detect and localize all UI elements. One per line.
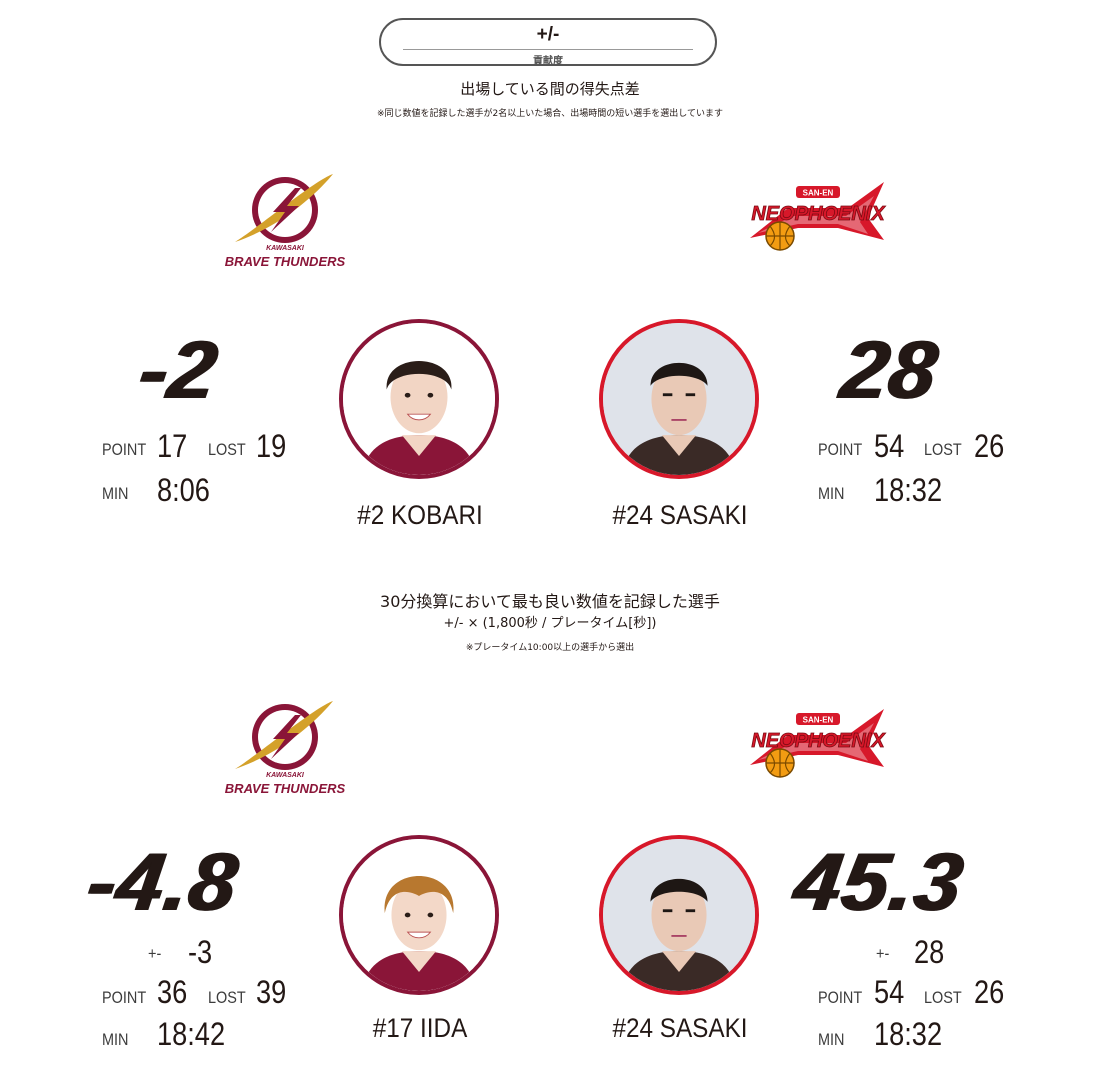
away-min-label: MIN <box>818 1030 845 1049</box>
home-min-value: 18:42 <box>157 1016 226 1052</box>
away-lost-value: 26 <box>974 974 1005 1010</box>
away-player-name: #24 SASAKI <box>612 1013 748 1043</box>
logo-badge-text: KAWASAKI <box>266 772 305 779</box>
logo-team-name: NEOPHOENIX <box>751 730 886 752</box>
home-pm-value: -3 <box>188 934 213 970</box>
home-min-label: MIN <box>102 484 129 503</box>
home-point-value: 17 <box>157 428 188 464</box>
away-min-value: 18:32 <box>874 472 943 508</box>
home-lost-label: LOST <box>208 988 246 1007</box>
kawasaki-logo: KAWASAKI BRAVE THUNDERS <box>215 697 355 797</box>
away-min-label: MIN <box>818 484 845 503</box>
away-point-value: 54 <box>874 974 905 1010</box>
logo-badge-text: SAN-EN <box>803 189 834 198</box>
logo-team-name: BRAVE THUNDERS <box>225 781 346 796</box>
logo-badge-text: KAWASAKI <box>266 245 305 252</box>
kawasaki-logo: KAWASAKI BRAVE THUNDERS <box>215 170 355 270</box>
neophoenix-logo: SAN-EN NEOPHOENIX <box>748 705 888 805</box>
away-point-value: 54 <box>874 428 905 464</box>
away-point-label: POINT <box>818 988 863 1007</box>
home-player-name: #17 IIDA <box>372 1013 468 1043</box>
stat-title-pill: +/- 貢献度 <box>379 18 717 67</box>
player-photo-iida <box>339 835 499 995</box>
section2-description: 30分換算において最も良い数値を記録した選手 <box>380 592 720 611</box>
player-photo-kobari <box>339 319 499 479</box>
away-player-name: #24 SASAKI <box>612 500 748 530</box>
logo-team-name: NEOPHOENIX <box>751 203 886 225</box>
logo-team-name: BRAVE THUNDERS <box>225 254 346 269</box>
away-min-value: 18:32 <box>874 1016 943 1052</box>
stat-description: 出場している間の得失点差 <box>460 80 640 98</box>
home-player-name: #2 KOBARI <box>357 500 483 530</box>
home-pm-label: +- <box>148 944 162 963</box>
away-lost-label: LOST <box>924 440 962 459</box>
away-per30-value: 45.3 <box>788 837 970 928</box>
home-plusminus-value: -2 <box>133 325 224 416</box>
stat-title: +/- <box>536 24 560 45</box>
home-point-label: POINT <box>102 988 147 1007</box>
section2-note: ※プレータイム10:00以上の選手から選出 <box>465 643 635 653</box>
home-lost-value: 19 <box>256 428 287 464</box>
stat-subtitle: 貢献度 <box>533 56 563 67</box>
away-pm-label: +- <box>876 944 890 963</box>
away-point-label: POINT <box>818 440 863 459</box>
neophoenix-logo: SAN-EN NEOPHOENIX <box>748 178 888 278</box>
home-point-value: 36 <box>157 974 188 1010</box>
away-lost-value: 26 <box>974 428 1005 464</box>
away-plusminus-value: 28 <box>835 325 944 416</box>
player-photo-sasaki <box>599 319 759 479</box>
home-point-label: POINT <box>102 440 147 459</box>
away-pm-value: 28 <box>914 934 945 970</box>
stat-note: ※同じ数値を記録した選手が2名以上いた場合、出場時間の短い選手を選出しています <box>377 109 723 119</box>
home-min-label: MIN <box>102 1030 129 1049</box>
home-per30-value: -4.8 <box>81 837 244 928</box>
home-lost-label: LOST <box>208 440 246 459</box>
player-photo-sasaki <box>599 835 759 995</box>
title-divider <box>403 49 693 50</box>
away-lost-label: LOST <box>924 988 962 1007</box>
home-lost-value: 39 <box>256 974 287 1010</box>
home-min-value: 8:06 <box>157 472 210 508</box>
section2-formula: +/- × (1,800秒 / プレータイム[秒]) <box>443 616 657 631</box>
logo-badge-text: SAN-EN <box>803 716 834 725</box>
